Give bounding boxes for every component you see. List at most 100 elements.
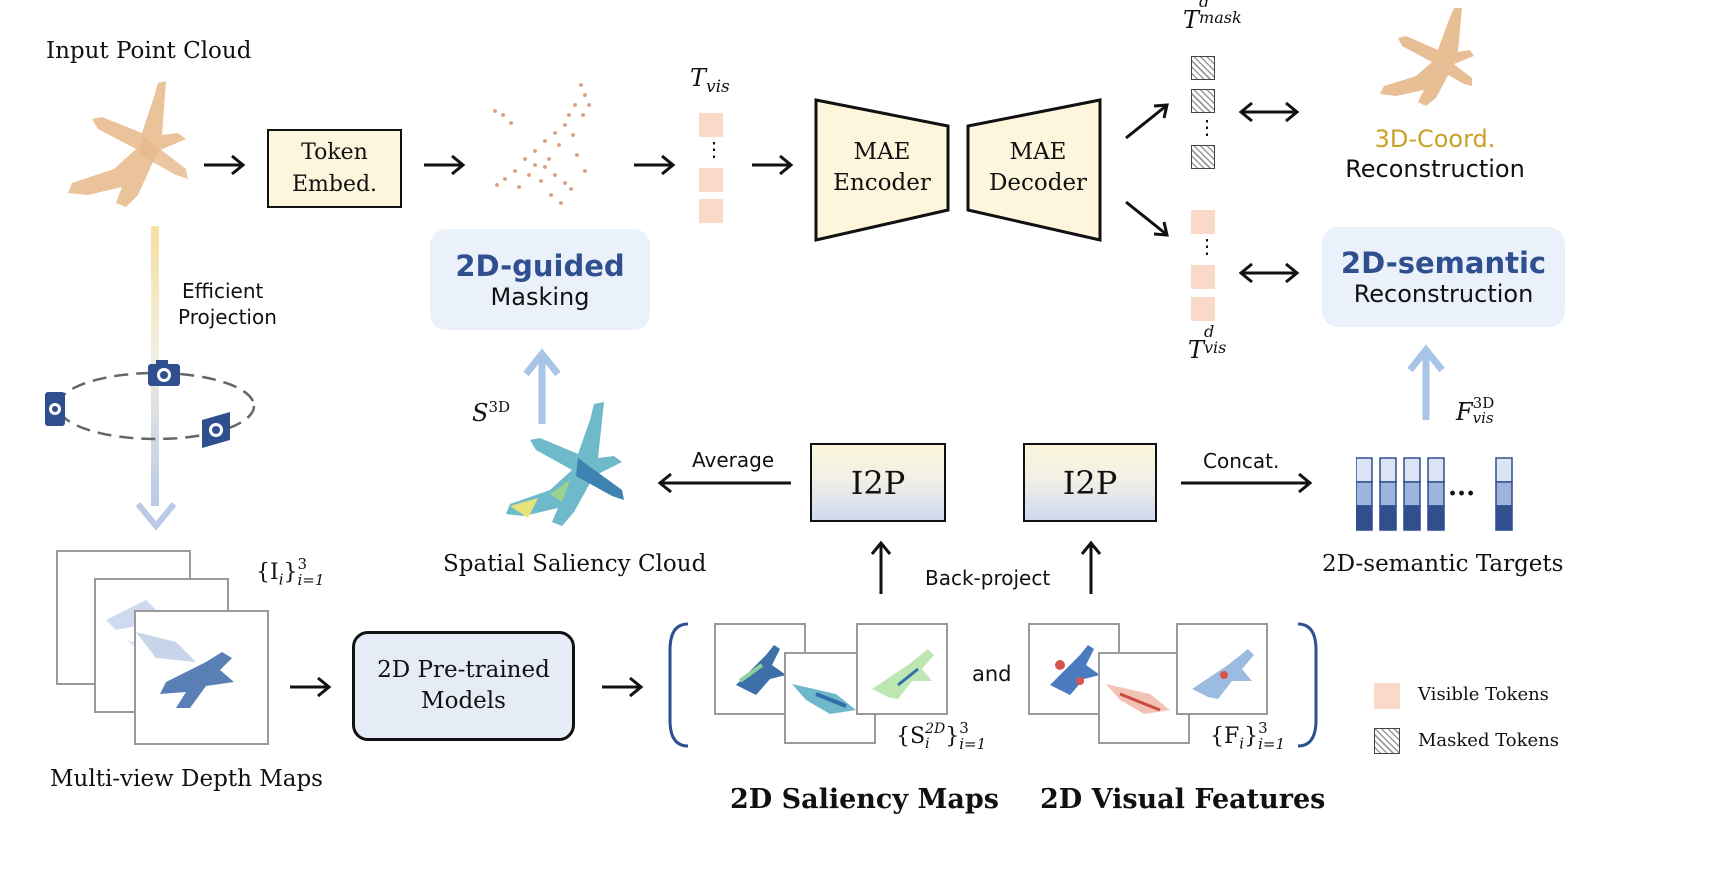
concat-label: Concat. xyxy=(1203,449,1280,473)
right-bracket-icon xyxy=(1297,622,1318,748)
mae-encoder-line2: Encoder xyxy=(833,170,931,196)
and-label: and xyxy=(972,662,1012,686)
coord-title: 3D-Coord. xyxy=(1374,125,1496,153)
input-airplane-cloud xyxy=(68,81,188,207)
t-mask-sup: d xyxy=(1199,0,1210,11)
f-vis-symbol: F xyxy=(1456,398,1473,426)
saliency-maps-label: 2D Saliency Maps xyxy=(730,784,999,815)
input-point-cloud-label: Input Point Cloud xyxy=(46,38,252,64)
semantic-title: 2D-semantic xyxy=(1340,246,1547,280)
i2p-right-label: I2P xyxy=(1062,463,1118,502)
feature-plane-shape xyxy=(1106,684,1170,714)
t-vis-d-sub: vis xyxy=(1204,338,1227,357)
visible-token xyxy=(1191,210,1215,234)
right-arrow-icon xyxy=(424,154,466,176)
right-arrow-icon xyxy=(290,676,332,698)
feature-set-sub: i xyxy=(1239,734,1245,753)
depth-set-open: {I xyxy=(256,560,279,585)
saliency-map-frame xyxy=(856,623,948,715)
masked-point-cloud xyxy=(493,83,591,205)
spatial-saliency-cloud-label: Spatial Saliency Cloud xyxy=(443,551,707,577)
semantic-subtitle: Reconstruction xyxy=(1353,280,1534,308)
coord-subtitle: Reconstruction xyxy=(1345,155,1525,183)
depth-plane-shape xyxy=(136,632,234,708)
mae-encoder-label: MAE Encoder xyxy=(826,137,938,199)
saliency-set-open: {S xyxy=(896,724,926,749)
token-embed-box: Token Embed. xyxy=(267,129,402,208)
camera-icon xyxy=(45,392,65,426)
i2p-left-box: I2P xyxy=(810,443,946,522)
s3d-label: S3D xyxy=(472,398,510,427)
left-arrow-icon xyxy=(657,472,791,494)
legend-masked-swatch xyxy=(1374,728,1400,754)
right-arrow-icon xyxy=(1181,472,1313,494)
mae-encoder-shape xyxy=(814,98,950,242)
visible-token xyxy=(699,199,723,223)
feature-set-label: {Fi} 3 i=1 xyxy=(1210,720,1285,756)
saliency-set-sub: i xyxy=(925,736,930,752)
saliency-set-sup: 2D xyxy=(925,721,946,737)
vdots: ⋮ xyxy=(1197,115,1217,139)
up-arrow-icon xyxy=(1407,344,1445,420)
right-arrow-icon xyxy=(602,676,644,698)
guided-subtitle: Masking xyxy=(490,282,590,311)
f-vis-label: F 3D vis xyxy=(1456,396,1494,428)
saliency-set-label: {S 2D i } 3 i=1 xyxy=(896,720,986,756)
visual-features-label: 2D Visual Features xyxy=(1040,784,1326,815)
visible-token xyxy=(1191,265,1215,289)
right-arrow-icon xyxy=(752,154,794,176)
saliency-plane-shape xyxy=(792,684,856,714)
t-vis-label: Tvis xyxy=(690,64,730,97)
f-vis-sub: vis xyxy=(1472,409,1494,427)
up-arrow-icon xyxy=(523,348,561,424)
pretrained-models-box: 2D Pre-trained Models xyxy=(352,631,575,741)
mae-encoder-line1: MAE xyxy=(853,139,911,165)
up-arrow-icon xyxy=(1080,540,1102,594)
visible-token xyxy=(699,168,723,192)
t-vis-symbol: T xyxy=(690,64,707,92)
feature-set-open: {F xyxy=(1210,724,1240,749)
mae-decoder-line1: MAE xyxy=(1009,139,1067,165)
back-project-label: Back-project xyxy=(925,566,1051,590)
token-embed-line1: Token xyxy=(301,139,368,165)
pretrained-line2: Models xyxy=(421,688,506,714)
saliency-cloud xyxy=(506,402,624,526)
i2p-right-box: I2P xyxy=(1023,443,1157,522)
efficient-projection-label: Efficient Projection xyxy=(178,278,277,330)
vdots: ⋮ xyxy=(1197,234,1217,258)
efficient-projection-line1: Efficient xyxy=(182,279,264,303)
camera-orbit xyxy=(56,371,256,441)
semantic-target-bars xyxy=(1355,456,1516,540)
mae-decoder-line2: Decoder xyxy=(988,170,1088,196)
up-right-arrow-icon xyxy=(1125,103,1169,140)
masked-token xyxy=(1191,56,1215,80)
feature-map-frame xyxy=(1176,623,1268,715)
average-label: Average xyxy=(692,448,775,472)
t-mask-symbol: T xyxy=(1183,6,1200,34)
bars-ellipsis: ... xyxy=(1448,472,1476,502)
mae-decoder-label: MAE Decoder xyxy=(980,137,1096,199)
t-mask-sub: mask xyxy=(1199,8,1242,27)
coord-reconstruction: 3D-Coord. Reconstruction xyxy=(1330,124,1540,184)
guided-title: 2D-guided xyxy=(455,248,625,283)
token-embed-line2: Embed. xyxy=(291,171,378,197)
depth-map-frame xyxy=(134,610,269,745)
i2p-left-label: I2P xyxy=(850,463,906,502)
s3d-symbol: S xyxy=(472,399,489,427)
depth-set-sup: 3 xyxy=(297,555,308,573)
feature-set-range: i=1 xyxy=(1258,735,1285,753)
masked-token xyxy=(1191,89,1215,113)
pretrained-line1: 2D Pre-trained xyxy=(377,657,550,683)
reconstructed-airplane-cloud xyxy=(1380,8,1474,106)
semantic-targets-label: 2D-semantic Targets xyxy=(1322,551,1564,577)
saliency-set-sup2: 3 xyxy=(959,719,969,737)
camera-icon xyxy=(148,360,180,386)
down-arrow-icon xyxy=(135,502,177,531)
depth-set-sub: i xyxy=(278,570,284,589)
masked-token xyxy=(1191,145,1215,169)
t-vis-d-label: T d vis xyxy=(1188,324,1227,368)
guided-masking-pill: 2D-guided Masking xyxy=(430,229,650,330)
depth-set-close: } xyxy=(283,560,298,585)
feature-map-frame xyxy=(1098,652,1190,744)
feature-plane-shape xyxy=(1050,645,1100,695)
